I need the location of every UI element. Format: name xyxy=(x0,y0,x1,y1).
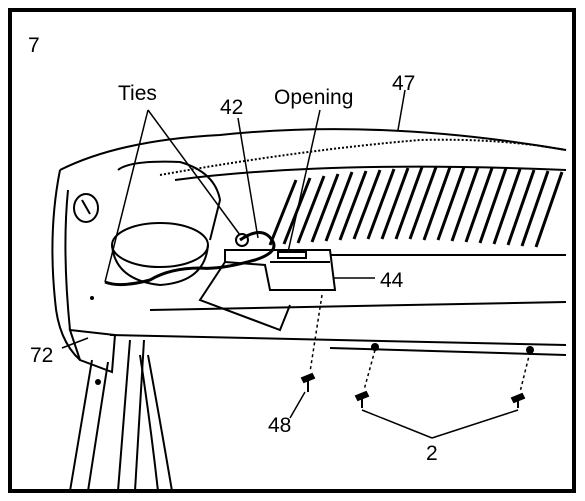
rail-screws xyxy=(90,296,534,385)
screw-2-right xyxy=(510,392,526,408)
vent-grille xyxy=(268,166,564,248)
leader-lines xyxy=(61,89,519,439)
screw-2-left xyxy=(354,390,370,408)
label-part-47: 47 xyxy=(392,72,415,95)
controller-bracket xyxy=(198,249,337,332)
screw-48 xyxy=(300,372,316,392)
wire-harness xyxy=(104,231,276,287)
install-guides xyxy=(309,294,531,393)
frame-rails xyxy=(69,254,567,492)
step-number: 7 xyxy=(28,34,40,57)
label-part-42: 42 xyxy=(220,96,243,119)
side-knob xyxy=(73,193,99,223)
label-ties: Ties xyxy=(118,82,157,105)
label-part-44: 44 xyxy=(380,269,404,292)
label-part-48: 48 xyxy=(268,414,291,437)
label-opening: Opening xyxy=(274,86,353,109)
label-part-72: 72 xyxy=(30,344,53,367)
label-part-2: 2 xyxy=(426,442,438,465)
motor-cylinder xyxy=(111,160,222,287)
figure-frame xyxy=(8,8,576,493)
